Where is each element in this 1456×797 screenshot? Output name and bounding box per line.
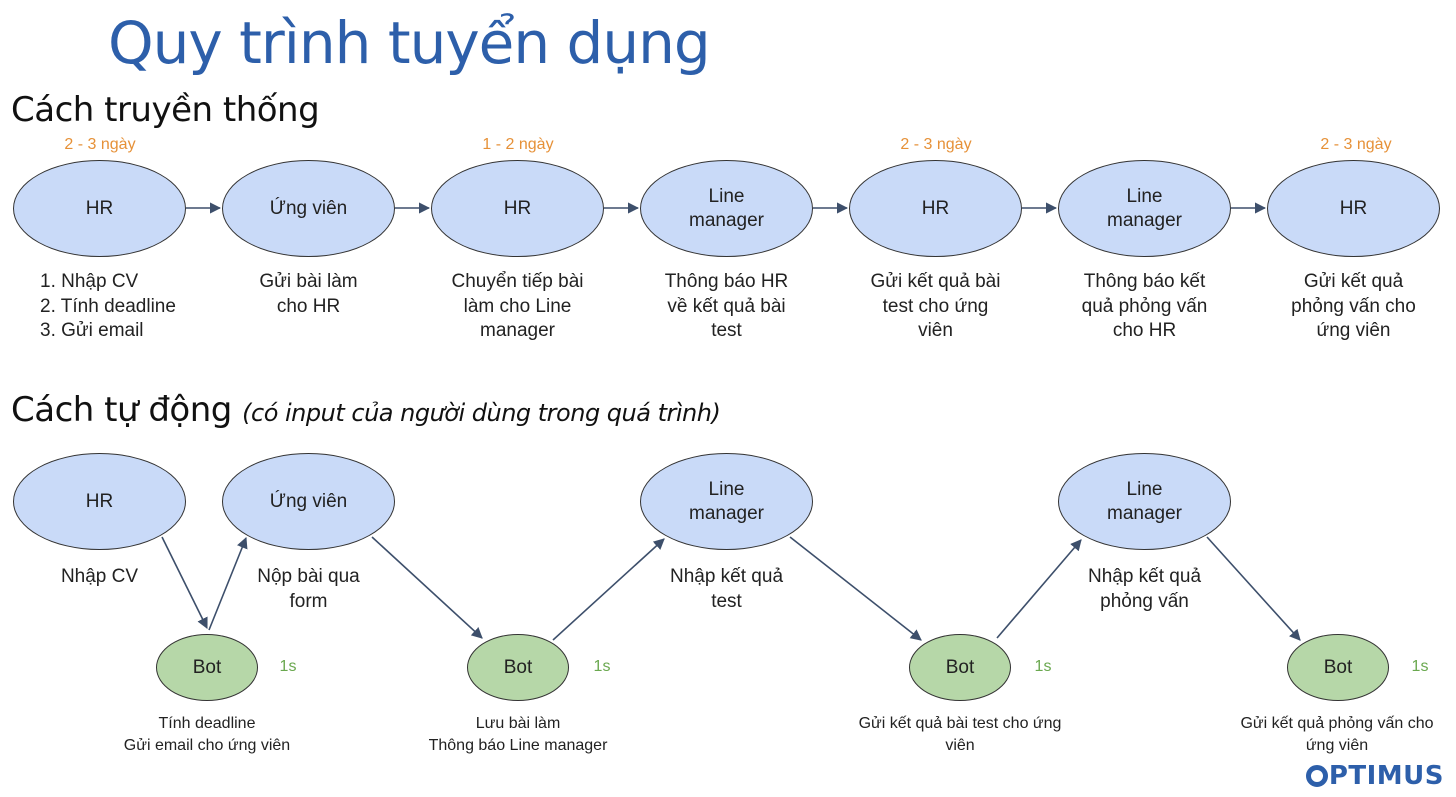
step-caption: Chuyển tiếp bài làm cho Line manager xyxy=(451,271,584,341)
node-line-manager: Line manager xyxy=(640,453,813,550)
bot-time: 1s xyxy=(593,658,611,675)
flow-arrow xyxy=(552,538,665,641)
bot-caption: Lưu bài làm Thông báo Line manager xyxy=(428,715,608,754)
step-caption: Nhập CV xyxy=(60,566,139,587)
automatic-heading-text: Cách tự động xyxy=(11,390,232,430)
flow-arrow xyxy=(371,536,483,639)
node-bot: Bot xyxy=(467,634,569,701)
flow-arrow xyxy=(789,536,922,641)
node-bot: Bot xyxy=(156,634,258,701)
step-caption: Thông báo HR về kết quả bài test xyxy=(664,271,789,341)
bot-caption: Tính deadline Gửi email cho ứng viên xyxy=(123,715,291,754)
step-caption: Nhập kết quả phỏng vấn xyxy=(1087,566,1202,612)
page-title: Quy trình tuyển dụng xyxy=(108,9,711,77)
node-candidate: Ứng viên xyxy=(222,453,395,550)
flow-arrow xyxy=(161,536,208,630)
bot-time: 1s xyxy=(1034,658,1052,675)
bot-caption: Gửi kết quả bài test cho ứng viên xyxy=(858,715,1062,754)
node-hr: HR xyxy=(1267,160,1440,257)
step-caption: Gửi kết quả bài test cho ứng viên xyxy=(870,271,1001,341)
logo-ring-icon xyxy=(1305,765,1328,787)
duration-label: 2 - 3 ngày xyxy=(64,136,136,153)
step-caption: Gửi kết quả phỏng vấn cho ứng viên xyxy=(1291,271,1416,341)
flow-arrow xyxy=(996,539,1082,639)
step-caption: Thông báo kết quả phỏng vấn cho HR xyxy=(1081,271,1208,341)
duration-label: 2 - 3 ngày xyxy=(900,136,972,153)
optimus-logo: PTIMUS xyxy=(1305,761,1444,791)
duration-label: 1 - 2 ngày xyxy=(482,136,554,153)
duration-label: 2 - 3 ngày xyxy=(1320,136,1392,153)
traditional-heading: Cách truyền thống xyxy=(11,90,320,130)
node-hr: HR xyxy=(849,160,1022,257)
node-line-manager: Line manager xyxy=(1058,453,1231,550)
bot-time: 1s xyxy=(279,658,297,675)
node-bot: Bot xyxy=(909,634,1011,701)
node-hr: HR xyxy=(13,453,186,550)
logo-text: PTIMUS xyxy=(1328,761,1444,791)
node-bot: Bot xyxy=(1287,634,1389,701)
node-line-manager: Line manager xyxy=(640,160,813,257)
node-hr: HR xyxy=(431,160,604,257)
step-caption: Nộp bài qua form xyxy=(257,566,360,612)
node-candidate: Ứng viên xyxy=(222,160,395,257)
node-line-manager: Line manager xyxy=(1058,160,1231,257)
bot-caption: Gửi kết quả phỏng vấn cho ứng viên xyxy=(1240,715,1434,754)
bot-time: 1s xyxy=(1411,658,1429,675)
step-caption: Gửi bài làm cho HR xyxy=(259,271,358,317)
flow-arrow xyxy=(208,536,248,631)
automatic-heading-note: (có input của người dùng trong quá trình… xyxy=(242,399,721,427)
step-caption: Nhập kết quả test xyxy=(669,566,784,612)
automatic-heading: Cách tự động (có input của người dùng tr… xyxy=(11,390,721,433)
step-caption: 1. Nhập CV 2. Tính deadline 3. Gửi email xyxy=(40,271,176,341)
node-hr: HR xyxy=(13,160,186,257)
flow-arrow xyxy=(1206,536,1301,641)
